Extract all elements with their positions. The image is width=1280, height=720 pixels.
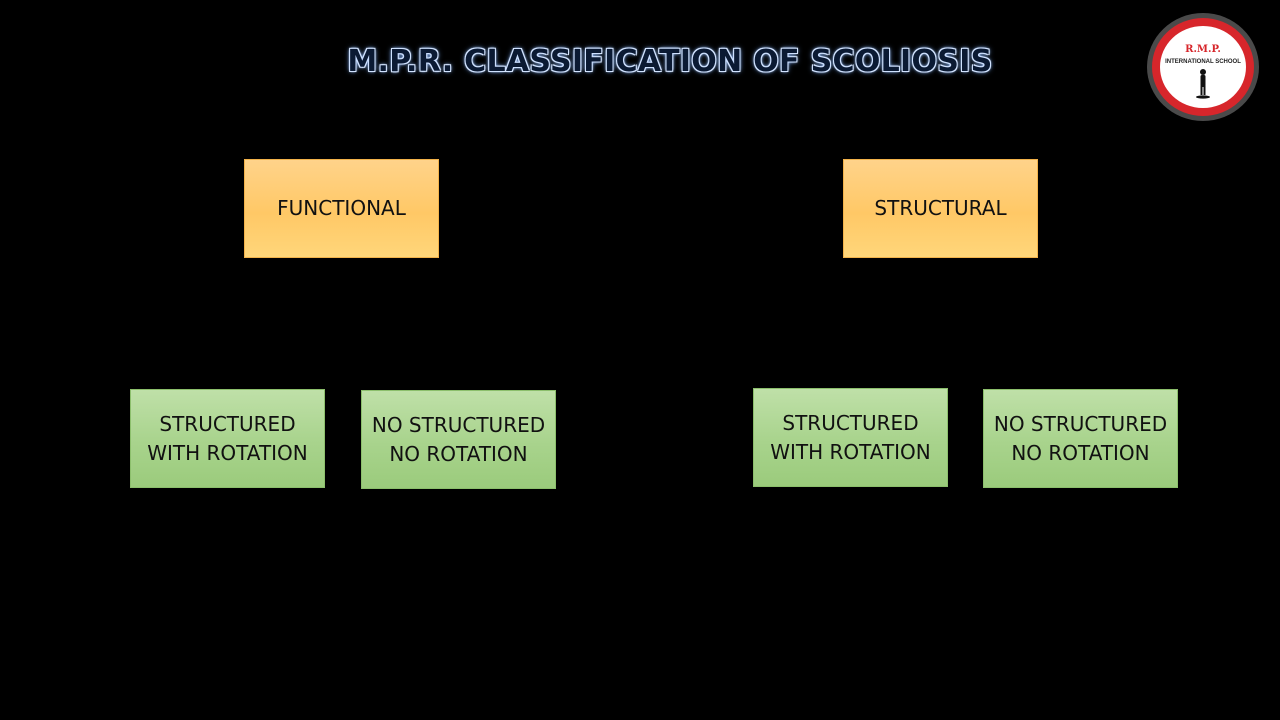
node-functional-structured-with-rotation: STRUCTURED WITH ROTATION (130, 389, 325, 488)
logo-inner-disc (1160, 26, 1246, 108)
node-structural: STRUCTURAL (843, 159, 1038, 258)
logo-initials: R.M.P. (1185, 44, 1221, 55)
logo-school-name: INTERNATIONAL SCHOOL (1165, 59, 1241, 65)
slide-title: M.P.R. CLASSIFICATION OF SCOLIOSIS (347, 44, 993, 79)
node-structural-no-structured-no-rotation: NO STRUCTURED NO ROTATION (983, 389, 1178, 488)
node-functional-no-structured-no-rotation: NO STRUCTURED NO ROTATION (361, 390, 556, 489)
school-logo: R.M.P. INTERNATIONAL SCHOOL (1147, 13, 1259, 121)
logo-figure-icon (1196, 69, 1210, 99)
node-functional: FUNCTIONAL (244, 159, 439, 258)
node-structural-structured-with-rotation: STRUCTURED WITH ROTATION (753, 388, 948, 487)
